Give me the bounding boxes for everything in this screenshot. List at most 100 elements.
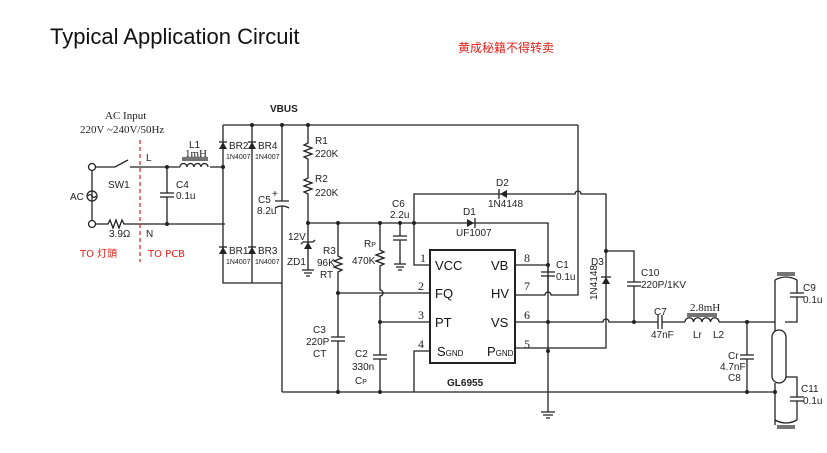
- page-title: Typical Application Circuit: [50, 24, 300, 49]
- br3-part: 1N4007: [255, 259, 280, 266]
- r1-value: 220K: [315, 149, 339, 160]
- neutral-marker: N: [146, 229, 153, 240]
- r1-name: R1: [315, 136, 328, 147]
- diode-d1: [467, 219, 474, 227]
- c5-value: 8.2u: [257, 206, 276, 217]
- inductor-l2: [684, 313, 720, 323]
- resistor-chain-r1-r2: [300, 123, 316, 277]
- pin-vcc-label: VCC: [435, 258, 462, 273]
- c8-value: 4.7nF: [720, 362, 746, 373]
- pin-pgnd-label: PGND: [487, 344, 514, 359]
- c8-name: C8: [728, 373, 741, 384]
- diode-d3-capacitor-c10: [601, 249, 641, 324]
- c5-polarity: +: [272, 189, 278, 200]
- pin-vb-label: VB: [491, 258, 508, 273]
- pin-5-number: 5: [524, 337, 530, 351]
- ac-input-wiring: [86, 159, 225, 230]
- d3-part: 1N4148: [589, 265, 600, 300]
- c8-alias: Cr: [728, 351, 739, 362]
- c4-value: 0.1u: [176, 191, 195, 202]
- resistor-rp-capacitor-c2: [373, 221, 430, 394]
- inductor-l1: [179, 157, 210, 169]
- vcc-rail: [308, 222, 549, 392]
- ac-source-label: AC: [70, 192, 84, 203]
- rp-name: RP: [364, 239, 376, 250]
- zd1-value: 12V: [288, 232, 306, 243]
- ic-gl6955: [429, 249, 516, 364]
- c11-value: 0.1u: [803, 396, 822, 407]
- d2-part: 1N4148: [488, 199, 523, 210]
- to-lamp-label: TO 灯頭: [79, 248, 117, 260]
- fluorescent-lamp: [771, 272, 804, 429]
- l1-value: 1mH: [185, 148, 207, 160]
- capacitor-c8: [740, 320, 777, 394]
- ac-input-rating: 220V ~240V/50Hz: [80, 124, 164, 136]
- c3-value: 220P: [306, 337, 330, 348]
- l2-name: L2: [713, 330, 725, 341]
- r3-name: R3: [323, 246, 336, 257]
- capacitor-c6: [393, 221, 407, 271]
- sgnd-wire: [413, 350, 430, 392]
- pin-2-number: 2: [418, 279, 424, 293]
- c10-value: 220P/1KV: [641, 280, 686, 291]
- d1-part: UF1007: [456, 228, 492, 239]
- watermark: 黄成秘籍不得转卖: [458, 41, 555, 55]
- vbus-label: VBUS: [270, 104, 298, 115]
- d2-name: D2: [496, 178, 509, 189]
- br3-name: BR3: [258, 246, 278, 257]
- c7-value: 47nF: [651, 330, 674, 341]
- r3-value: 96K: [317, 258, 335, 269]
- c3-name: C3: [313, 325, 326, 336]
- pin-fq-label: FQ: [435, 286, 453, 301]
- c2-value: 330n: [352, 362, 374, 373]
- r-in-label: 3.9Ω: [109, 229, 131, 240]
- pin-sgnd-label: SGND: [437, 344, 464, 359]
- ac-input-label: AC Input: [105, 110, 146, 122]
- capacitor-c7: [655, 315, 665, 329]
- c7-name: C7: [654, 307, 667, 318]
- capacitor-c4: [160, 165, 174, 226]
- d1-name: D1: [463, 207, 476, 218]
- br4-part: 1N4007: [255, 154, 280, 161]
- d3-name: D3: [591, 257, 604, 268]
- pin-pt-label: PT: [435, 315, 452, 330]
- capacitor-c5: [274, 125, 290, 392]
- ic-name: GL6955: [447, 378, 484, 389]
- l2-value: 2.8mH: [690, 302, 720, 314]
- to-pcb-label: TO PCB: [147, 249, 185, 260]
- line-marker: L: [146, 153, 152, 164]
- l1-name: L1: [189, 140, 201, 151]
- pin-hv-label: HV: [491, 286, 509, 301]
- pin-7-number: 7: [524, 279, 530, 293]
- bridge-rectifier: [219, 123, 578, 284]
- pin-vs-label: VS: [491, 315, 509, 330]
- br1-part: 1N4007: [226, 259, 251, 266]
- c9-value: 0.1u: [803, 295, 822, 306]
- c6-name: C6: [392, 199, 405, 210]
- r2-name: R2: [315, 174, 328, 185]
- c10-name: C10: [641, 268, 660, 279]
- c3-alias: CT: [313, 349, 326, 360]
- c2-alias: CP: [355, 376, 367, 387]
- c4-name: C4: [176, 180, 189, 191]
- r3-alias: RT: [320, 270, 333, 281]
- pin-4-number: 4: [418, 337, 424, 351]
- r2-value: 220K: [315, 188, 339, 199]
- pin-3-number: 3: [418, 308, 424, 322]
- c5-name: C5: [258, 195, 271, 206]
- resistor-r3-capacitor-c3: [331, 221, 430, 394]
- diode-d2: [412, 189, 607, 349]
- pin-1-number: 1: [420, 251, 426, 265]
- br4-name: BR4: [258, 141, 278, 152]
- pin-8-number: 8: [524, 251, 530, 265]
- c6-value: 2.2u: [390, 210, 409, 221]
- c1-name: C1: [556, 260, 569, 271]
- ic-output-wiring: [282, 125, 775, 419]
- rp-value: 470K: [352, 256, 376, 267]
- c1-value: 0.1u: [556, 272, 575, 283]
- c9-name: C9: [803, 283, 816, 294]
- br2-part: 1N4007: [226, 154, 251, 161]
- c11-name: C11: [801, 384, 819, 395]
- br2-name: BR2: [229, 141, 249, 152]
